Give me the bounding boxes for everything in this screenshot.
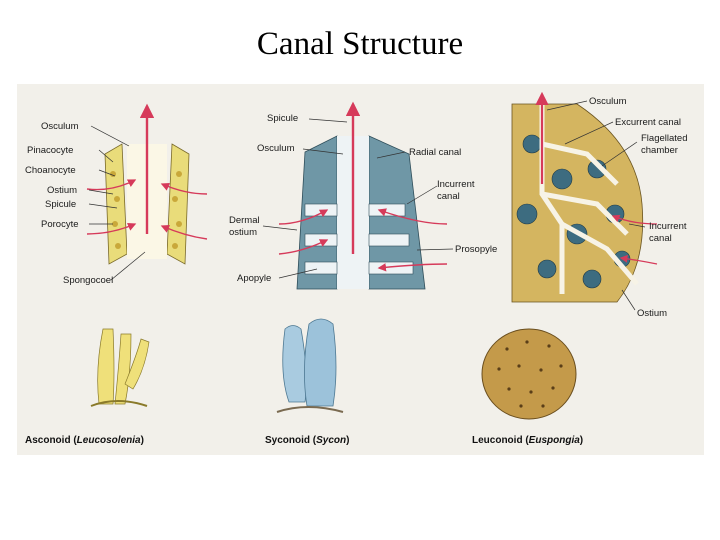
label-osculum: Osculum	[257, 143, 295, 154]
asconoid-organism	[90, 328, 150, 407]
leuconoid-diagram: Osculum Excurrent canal Flagellated cham…	[511, 91, 687, 319]
leuconoid-organism	[481, 328, 577, 420]
syconoid-organism	[276, 318, 344, 413]
label-incurrent-canal-line2: canal	[649, 233, 672, 244]
leuconoid-caption: Leuconoid (Euspongia)	[472, 435, 583, 446]
label-dermal-ostium-line2: ostium	[229, 227, 257, 238]
label-incurrent-canal-line1: Incurrent	[649, 221, 687, 232]
label-osculum: Osculum	[41, 121, 79, 132]
label-ostium: Ostium	[637, 308, 667, 319]
label-dermal-ostium-line1: Dermal	[229, 215, 260, 226]
label-osculum: Osculum	[589, 96, 627, 107]
label-apopyle: Apopyle	[237, 273, 271, 284]
label-incurrent-canal-line2: canal	[437, 191, 460, 202]
label-spicule: Spicule	[45, 199, 76, 210]
canal-structure-figure: Osculum Pinacocyte Choanocyte Ostium Spi…	[17, 84, 704, 455]
syconoid-caption: Syconoid (Sycon)	[265, 435, 349, 446]
label-choanocyte: Choanocyte	[25, 165, 76, 176]
label-pinacocyte: Pinacocyte	[27, 145, 73, 156]
label-ostium: Ostium	[47, 185, 77, 196]
label-spongocoel: Spongocoel	[63, 275, 113, 286]
asconoid-diagram: Osculum Pinacocyte Choanocyte Ostium Spi…	[25, 103, 208, 286]
label-incurrent-canal-line1: Incurrent	[437, 179, 475, 190]
label-flagellated-chamber-line2: chamber	[641, 145, 678, 156]
label-porocyte: Porocyte	[41, 219, 79, 230]
asconoid-caption: Asconoid (Leucosolenia)	[25, 435, 144, 446]
label-excurrent-canal: Excurrent canal	[615, 117, 681, 128]
label-radial-canal: Radial canal	[409, 147, 461, 158]
label-flagellated-chamber-line1: Flagellated	[641, 133, 687, 144]
syconoid-diagram: Spicule Osculum Radial canal Incurrent c…	[229, 101, 497, 290]
label-spicule: Spicule	[267, 113, 298, 124]
slide-title: Canal Structure	[256, 26, 464, 62]
label-prosopyle: Prosopyle	[455, 244, 497, 255]
